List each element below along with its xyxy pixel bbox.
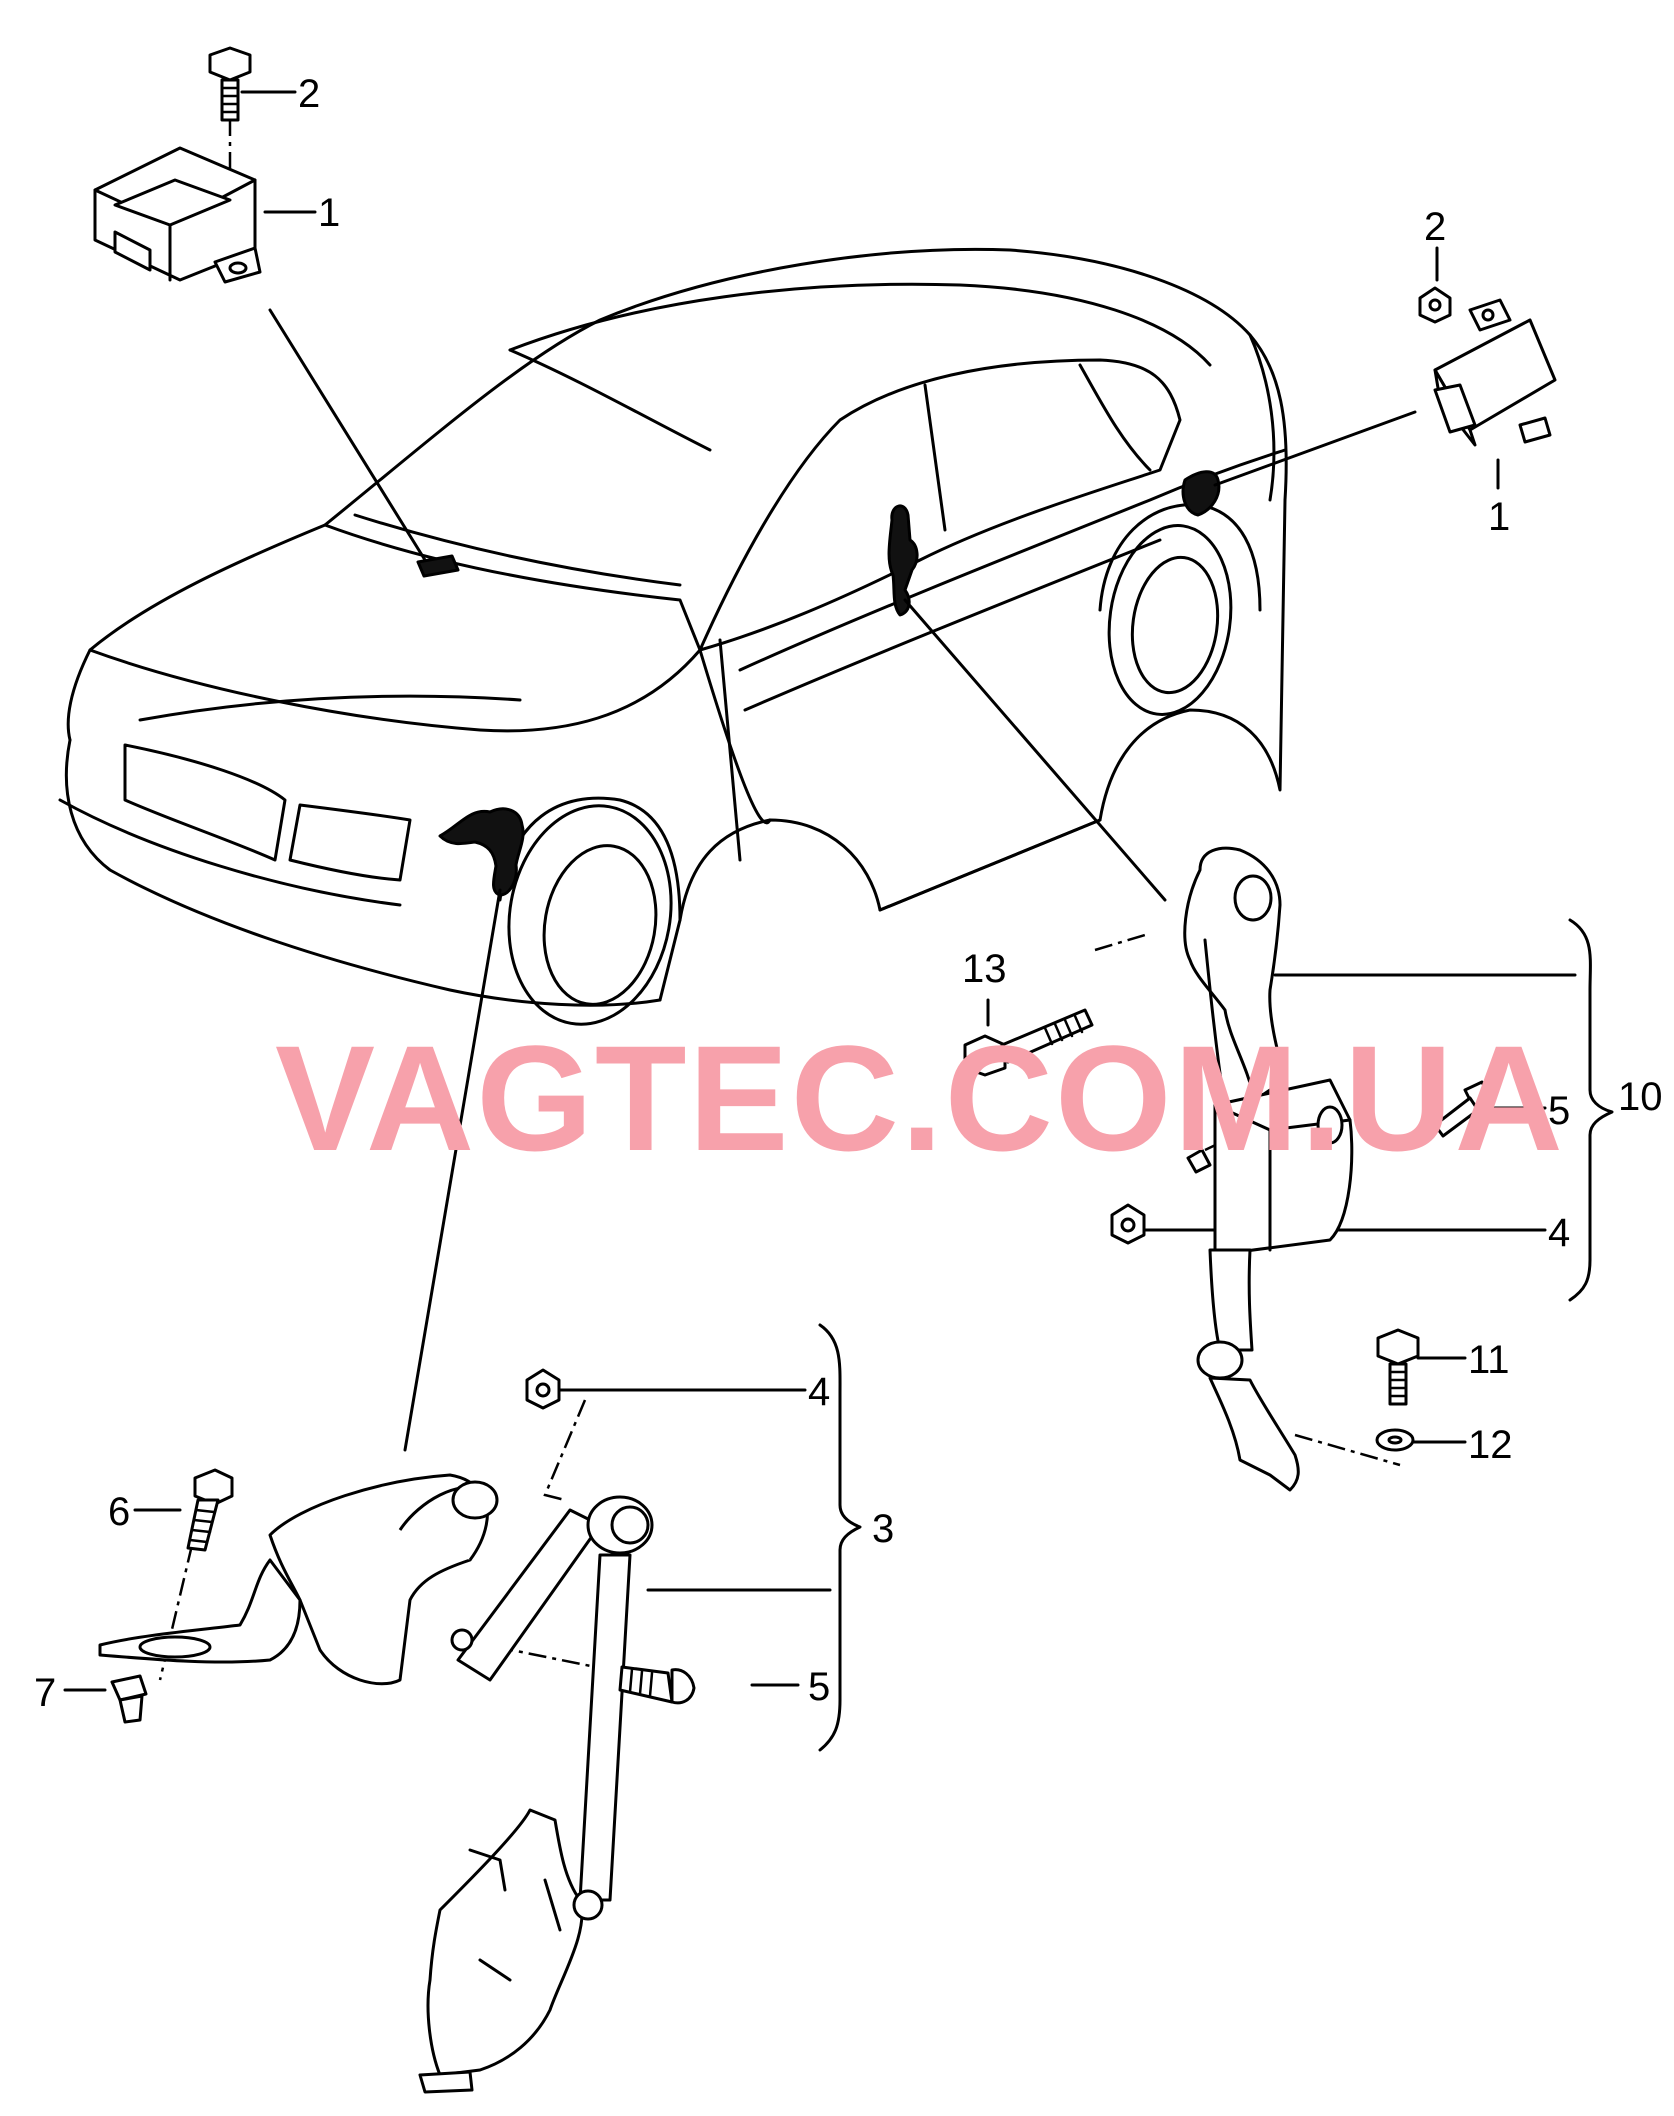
bolt-top-left bbox=[208, 46, 252, 122]
nut-4-right bbox=[1110, 1148, 1212, 1245]
callout-5-right: 5 bbox=[1548, 1089, 1570, 1133]
callout-7: 7 bbox=[34, 1671, 56, 1715]
bolt-11 bbox=[1376, 1328, 1420, 1406]
rear-level-sensor bbox=[1183, 846, 1354, 1492]
rear-harness-marker bbox=[887, 504, 919, 617]
callout-labels: 2 1 2 1 13 10 5 4 11 12 4 3 6 7 5 bbox=[34, 72, 1663, 1715]
callout-13: 13 bbox=[962, 947, 1007, 991]
leader-lines bbox=[63, 90, 1577, 1692]
brace-10 bbox=[1568, 918, 1614, 1302]
bolt-13 bbox=[963, 1008, 1094, 1077]
callout-11: 11 bbox=[1468, 1338, 1510, 1382]
callout-1-right: 1 bbox=[1488, 495, 1510, 539]
callout-12: 12 bbox=[1468, 1423, 1513, 1467]
washer-12 bbox=[1375, 1428, 1415, 1452]
front-harness-marker bbox=[438, 807, 525, 897]
clip-7 bbox=[110, 1674, 148, 1724]
callout-4-right: 4 bbox=[1548, 1211, 1570, 1255]
bolt-6 bbox=[186, 1468, 234, 1552]
front-level-sensor bbox=[98, 1473, 654, 2094]
nut-right-top bbox=[1418, 286, 1452, 324]
callout-10: 10 bbox=[1618, 1075, 1663, 1119]
callout-2-top: 2 bbox=[298, 72, 320, 116]
rear-module-location-marker bbox=[1181, 470, 1221, 517]
watermark: VAGTEC.COM.UA bbox=[275, 1014, 1565, 1182]
nut-4-left bbox=[525, 1368, 561, 1410]
callout-1-top: 1 bbox=[318, 191, 340, 235]
brace-3 bbox=[818, 1323, 862, 1752]
callout-4-left: 4 bbox=[808, 1370, 830, 1414]
bolt-5-right bbox=[1433, 1080, 1492, 1138]
module-location-marker bbox=[416, 554, 460, 578]
callout-5-left: 5 bbox=[808, 1665, 830, 1709]
bolt-5-left bbox=[618, 1665, 696, 1705]
car-body bbox=[58, 247, 1288, 1026]
callout-6: 6 bbox=[108, 1490, 130, 1534]
callout-3: 3 bbox=[872, 1507, 894, 1551]
control-module-rear bbox=[1433, 298, 1557, 447]
callout-2-right: 2 bbox=[1424, 205, 1446, 249]
control-module-front bbox=[93, 146, 262, 284]
